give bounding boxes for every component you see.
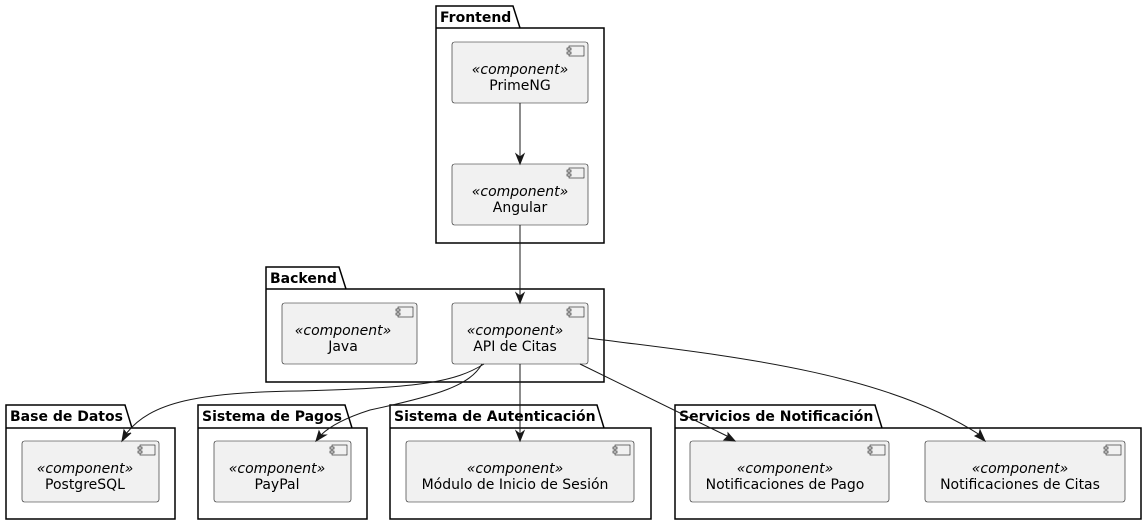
- component-notificaciones-de-citas: «component» Notificaciones de Citas: [924, 440, 1126, 503]
- component-modulo-de-inicio-de-sesion-label: Módulo de Inicio de Sesión: [422, 477, 609, 493]
- package-frontend-title: Frontend: [440, 10, 511, 26]
- component-icon: [137, 444, 156, 456]
- component-icon: [1103, 444, 1122, 456]
- component-icon: [566, 306, 585, 318]
- component-postgresql-label: PostgreSQL: [45, 477, 125, 493]
- component-angular: «component» Angular: [451, 163, 589, 226]
- component-java-label: Java: [327, 339, 358, 355]
- relation-api-de-citas-paypal: [315, 363, 483, 443]
- component-icon: [329, 444, 348, 456]
- component-icon: [566, 45, 585, 57]
- component-notificaciones-de-pago-label: Notificaciones de Pago: [706, 477, 865, 493]
- component-stereotype: «component»: [467, 461, 563, 477]
- relation-primeng-angular: [514, 103, 526, 166]
- component-stereotype: «component»: [37, 461, 133, 477]
- package-backend-title: Backend: [270, 271, 337, 287]
- component-angular-label: Angular: [493, 200, 548, 216]
- component-notificaciones-de-citas-label: Notificaciones de Citas: [940, 477, 1100, 493]
- component-icon: [867, 444, 886, 456]
- component-postgresql: «component» PostgreSQL: [21, 440, 160, 503]
- component-icon: [612, 444, 631, 456]
- package-base-de-datos-title: Base de Datos: [10, 409, 123, 425]
- relation-api-de-citas-notificaciones-de-citas: [587, 337, 987, 443]
- package-sistema-de-autenticacion-title: Sistema de Autenticación: [394, 409, 596, 425]
- component-primeng-label: PrimeNG: [489, 78, 550, 94]
- component-stereotype: «component»: [295, 323, 391, 339]
- relation-api-de-citas-modulo-de-inicio-de-sesion: [514, 364, 526, 443]
- component-paypal: «component» PayPal: [213, 440, 352, 503]
- component-modulo-de-inicio-de-sesion: «component» Módulo de Inicio de Sesión: [405, 440, 635, 503]
- package-servicios-de-notificacion-title: Servicios de Notificación: [679, 409, 873, 425]
- component-stereotype: «component»: [972, 461, 1068, 477]
- relation-api-de-citas-notificaciones-de-pago: [579, 363, 737, 442]
- component-stereotype: «component»: [472, 62, 568, 78]
- relation-angular-api-de-citas: [514, 225, 526, 305]
- component-icon: [566, 167, 585, 179]
- component-stereotype: «component»: [229, 461, 325, 477]
- component-stereotype: «component»: [472, 184, 568, 200]
- package-sistema-de-pagos-title: Sistema de Pagos: [202, 409, 342, 425]
- component-api-de-citas-label: API de Citas: [473, 339, 557, 355]
- relation-api-de-citas-postgresql: [121, 363, 485, 443]
- component-notificaciones-de-pago: «component» Notificaciones de Pago: [689, 440, 890, 503]
- component-api-de-citas: «component» API de Citas: [451, 302, 589, 365]
- component-primeng: «component» PrimeNG: [451, 41, 589, 104]
- component-paypal-label: PayPal: [255, 477, 300, 493]
- component-stereotype: «component»: [467, 323, 563, 339]
- component-stereotype: «component»: [737, 461, 833, 477]
- component-java: «component» Java: [281, 302, 418, 365]
- component-icon: [395, 306, 414, 318]
